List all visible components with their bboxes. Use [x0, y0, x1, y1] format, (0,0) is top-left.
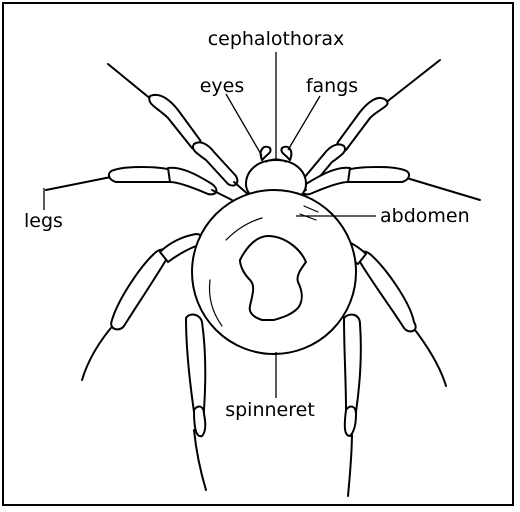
fang-left: [261, 147, 271, 160]
fang-right: [281, 147, 291, 160]
label-eyes: eyes: [200, 75, 245, 97]
abdomen-shape: [192, 190, 356, 354]
label-legs: legs: [24, 210, 63, 232]
label-spinneret: spinneret: [225, 399, 315, 421]
label-abdomen: abdomen: [380, 205, 470, 227]
leader-fangs: [288, 96, 320, 150]
label-fangs: fangs: [306, 75, 358, 97]
label-cephalothorax: cephalothorax: [208, 28, 345, 50]
leader-eyes: [226, 94, 262, 156]
